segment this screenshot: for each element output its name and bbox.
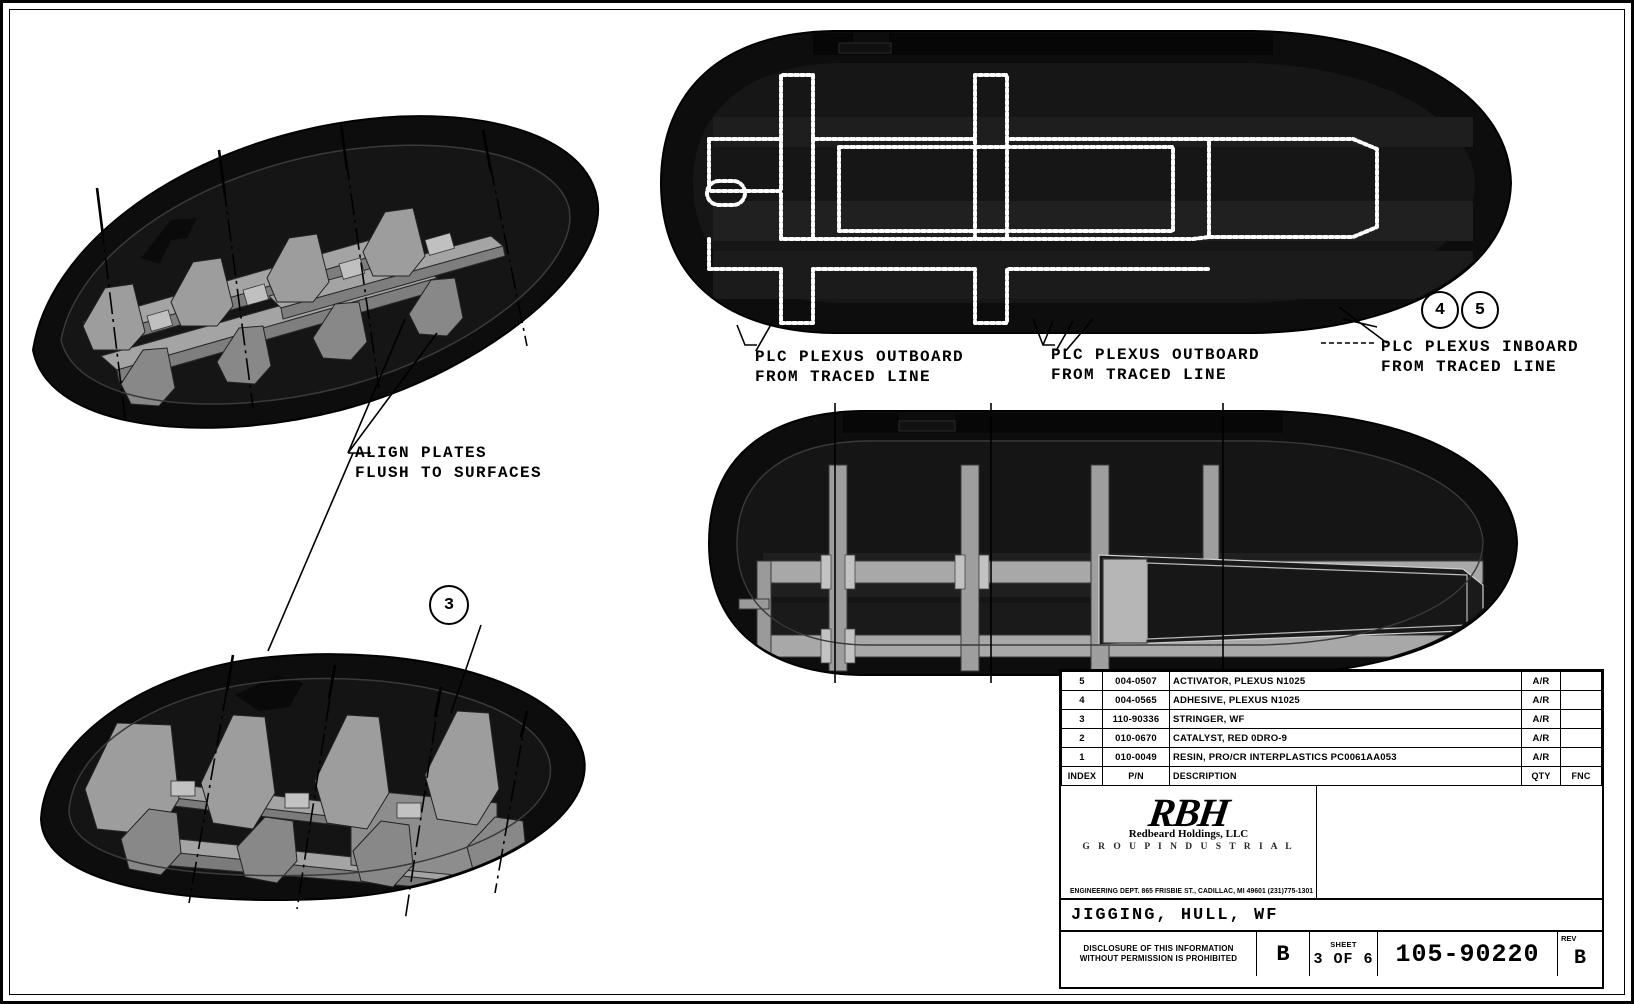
revision-label: REV (1561, 934, 1577, 943)
hull-plan-stringers-svg (707, 403, 1519, 683)
balloon-item-5-label: 5 (1474, 300, 1486, 320)
header-fnc: FNC (1560, 766, 1602, 786)
disclaimer-block: DISCLOSURE OF THIS INFORMATION WITHOUT P… (1061, 932, 1257, 976)
balloon-item-3-label: 3 (443, 595, 455, 615)
table-row[interactable]: 2 010-0670 CATALYST, RED 0DRO-9 A/R (1061, 728, 1602, 748)
leader-align-plates-lower (267, 453, 354, 652)
table-row[interactable]: 1 010-0049 RESIN, PRO/CR INTERPLASTICS P… (1061, 747, 1602, 767)
disclaimer-line-1: DISCLOSURE OF THIS INFORMATION (1083, 944, 1234, 953)
cell-description: CATALYST, RED 0DRO-9 (1169, 728, 1522, 748)
view-hull-isometric-lower (21, 603, 621, 923)
disclaimer-line-2: WITHOUT PERMISSION IS PROHIBITED (1079, 954, 1238, 963)
title-block: 5 004-0507 ACTIVATOR, PLEXUS N1025 A/R 4… (1059, 669, 1604, 989)
view-hull-plan-stringers (703, 403, 1523, 683)
drawing-title: JIGGING, HULL, WF (1071, 905, 1279, 925)
sheet-label: SHEET (1330, 940, 1357, 949)
hull-isometric-lower-svg (39, 624, 586, 922)
note-plexus-outboard-right: PLC PLEXUS OUTBOARD FROM TRACED LINE (1051, 346, 1261, 384)
cell-description: ADHESIVE, PLEXUS N1025 (1169, 690, 1522, 710)
title-block-bottom-row: DISCLOSURE OF THIS INFORMATION WITHOUT P… (1061, 932, 1602, 976)
view-hull-plan-traced (653, 21, 1523, 351)
drawing-title-row: JIGGING, HULL, WF (1061, 900, 1602, 932)
header-pn: P/N (1102, 766, 1170, 786)
cell-index: 5 (1061, 671, 1103, 691)
cell-index: 1 (1061, 747, 1103, 767)
view-hull-isometric-upper (21, 88, 621, 448)
sheet-value: 3 OF 6 (1313, 951, 1374, 968)
cell-fnc (1560, 690, 1602, 710)
cell-qty: A/R (1521, 690, 1561, 710)
cell-qty: A/R (1521, 671, 1561, 691)
sheet-number-cell: SHEET 3 OF 6 (1310, 932, 1378, 976)
note-plexus-inboard: PLC PLEXUS INBOARD FROM TRACED LINE (1381, 338, 1580, 376)
cell-pn: 004-0507 (1102, 671, 1170, 691)
revision-value: B (1573, 947, 1586, 970)
cell-qty: A/R (1521, 728, 1561, 748)
cell-pn: 110-90336 (1102, 709, 1170, 729)
cell-pn: 004-0565 (1102, 690, 1170, 710)
cell-fnc (1560, 671, 1602, 691)
company-logo-name: Redbeard Holdings, LLC (1128, 828, 1249, 840)
company-address: ENGINEERING DEPT. 865 FRISBIE ST., CADIL… (1069, 888, 1314, 895)
cell-pn: 010-0049 (1102, 747, 1170, 767)
parts-table: 5 004-0507 ACTIVATOR, PLEXUS N1025 A/R 4… (1061, 671, 1602, 786)
table-row[interactable]: 4 004-0565 ADHESIVE, PLEXUS N1025 A/R (1061, 690, 1602, 710)
logo-blank-cell (1317, 786, 1602, 898)
header-qty: QTY (1521, 766, 1561, 786)
drawing-number: 105-90220 (1378, 932, 1558, 976)
balloon-item-4[interactable]: 4 (1421, 291, 1459, 329)
logo-cell: RBH Redbeard Holdings, LLC G R O U P I N… (1061, 786, 1317, 898)
cell-index: 2 (1061, 728, 1103, 748)
sheet-size-cell: B (1257, 932, 1310, 976)
traced-line-outlines (705, 73, 1379, 325)
hull-plan-traced-svg (659, 30, 1513, 351)
cell-qty: A/R (1521, 747, 1561, 767)
header-index: INDEX (1061, 766, 1103, 786)
cell-description: ACTIVATOR, PLEXUS N1025 (1169, 671, 1522, 691)
note-plexus-outboard-left: PLC PLEXUS OUTBOARD FROM TRACED LINE (755, 348, 965, 386)
cell-description: STRINGER, WF (1169, 709, 1522, 729)
cell-index: 4 (1061, 690, 1103, 710)
leader-align-plates (347, 318, 438, 454)
balloon-item-3[interactable]: 3 (429, 585, 469, 625)
cell-fnc (1560, 728, 1602, 748)
company-logo-tagline: G R O U P I N D U S T R I A L (1082, 842, 1295, 852)
balloon-item-4-label: 4 (1434, 300, 1446, 320)
cell-index: 3 (1061, 709, 1103, 729)
table-row[interactable]: 3 110-90336 STRINGER, WF A/R (1061, 709, 1602, 729)
cell-fnc (1560, 709, 1602, 729)
revision-cell: REV B (1558, 932, 1602, 976)
cell-description: RESIN, PRO/CR INTERPLASTICS PC0061AA053 (1169, 747, 1522, 767)
company-logo-mark: RBH (1146, 790, 1231, 835)
balloon-item-5[interactable]: 5 (1461, 291, 1499, 329)
note-align-plates: ALIGN PLATES FLUSH TO SURFACES (355, 444, 543, 482)
company-logo-area: RBH Redbeard Holdings, LLC G R O U P I N… (1061, 786, 1602, 900)
cell-pn: 010-0670 (1102, 728, 1170, 748)
table-header-row: INDEX P/N DESCRIPTION QTY FNC (1061, 766, 1602, 786)
cell-fnc (1560, 747, 1602, 767)
hull-isometric-upper-svg (31, 115, 600, 429)
leader-plexus-notes (736, 306, 1388, 346)
header-description: DESCRIPTION (1169, 766, 1522, 786)
cell-qty: A/R (1521, 709, 1561, 729)
table-row[interactable]: 5 004-0507 ACTIVATOR, PLEXUS N1025 A/R (1061, 671, 1602, 691)
